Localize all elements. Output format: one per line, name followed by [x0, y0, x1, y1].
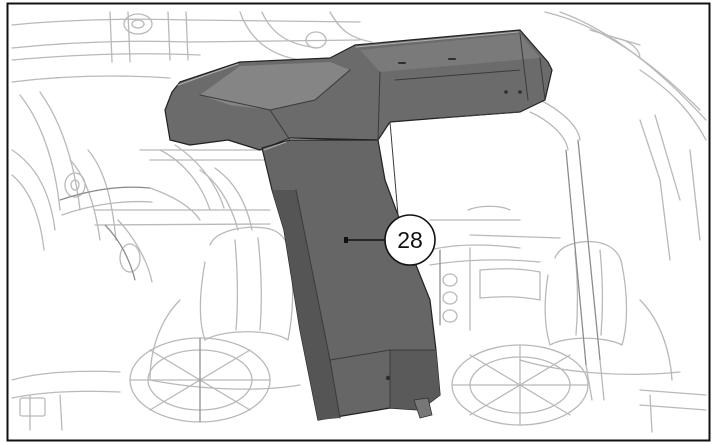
highlighted-panel [164, 29, 553, 421]
roll-cage-upper-tubes [11, 11, 707, 141]
callout-leader-dot [344, 237, 348, 243]
panel-mounting-clip [413, 397, 433, 419]
background-line-art [11, 11, 707, 433]
callout-28: 28 [344, 214, 436, 266]
panel-fasteners [385, 58, 522, 381]
figure-frame [6, 2, 711, 442]
callout-circle [384, 214, 436, 266]
callout-label: 28 [397, 227, 423, 253]
rear-cross-structure [94, 149, 271, 231]
panel-edge-highlights [177, 31, 519, 151]
panel-facet-highlight [200, 62, 350, 110]
panel-crease-lines [199, 33, 546, 419]
lower-chassis-line-art [11, 337, 707, 433]
roll-cage-left-structure [11, 91, 225, 283]
background-detail-accents [59, 139, 601, 422]
panel-facet-shadow [272, 190, 340, 420]
panel-facet-lower [390, 350, 440, 410]
